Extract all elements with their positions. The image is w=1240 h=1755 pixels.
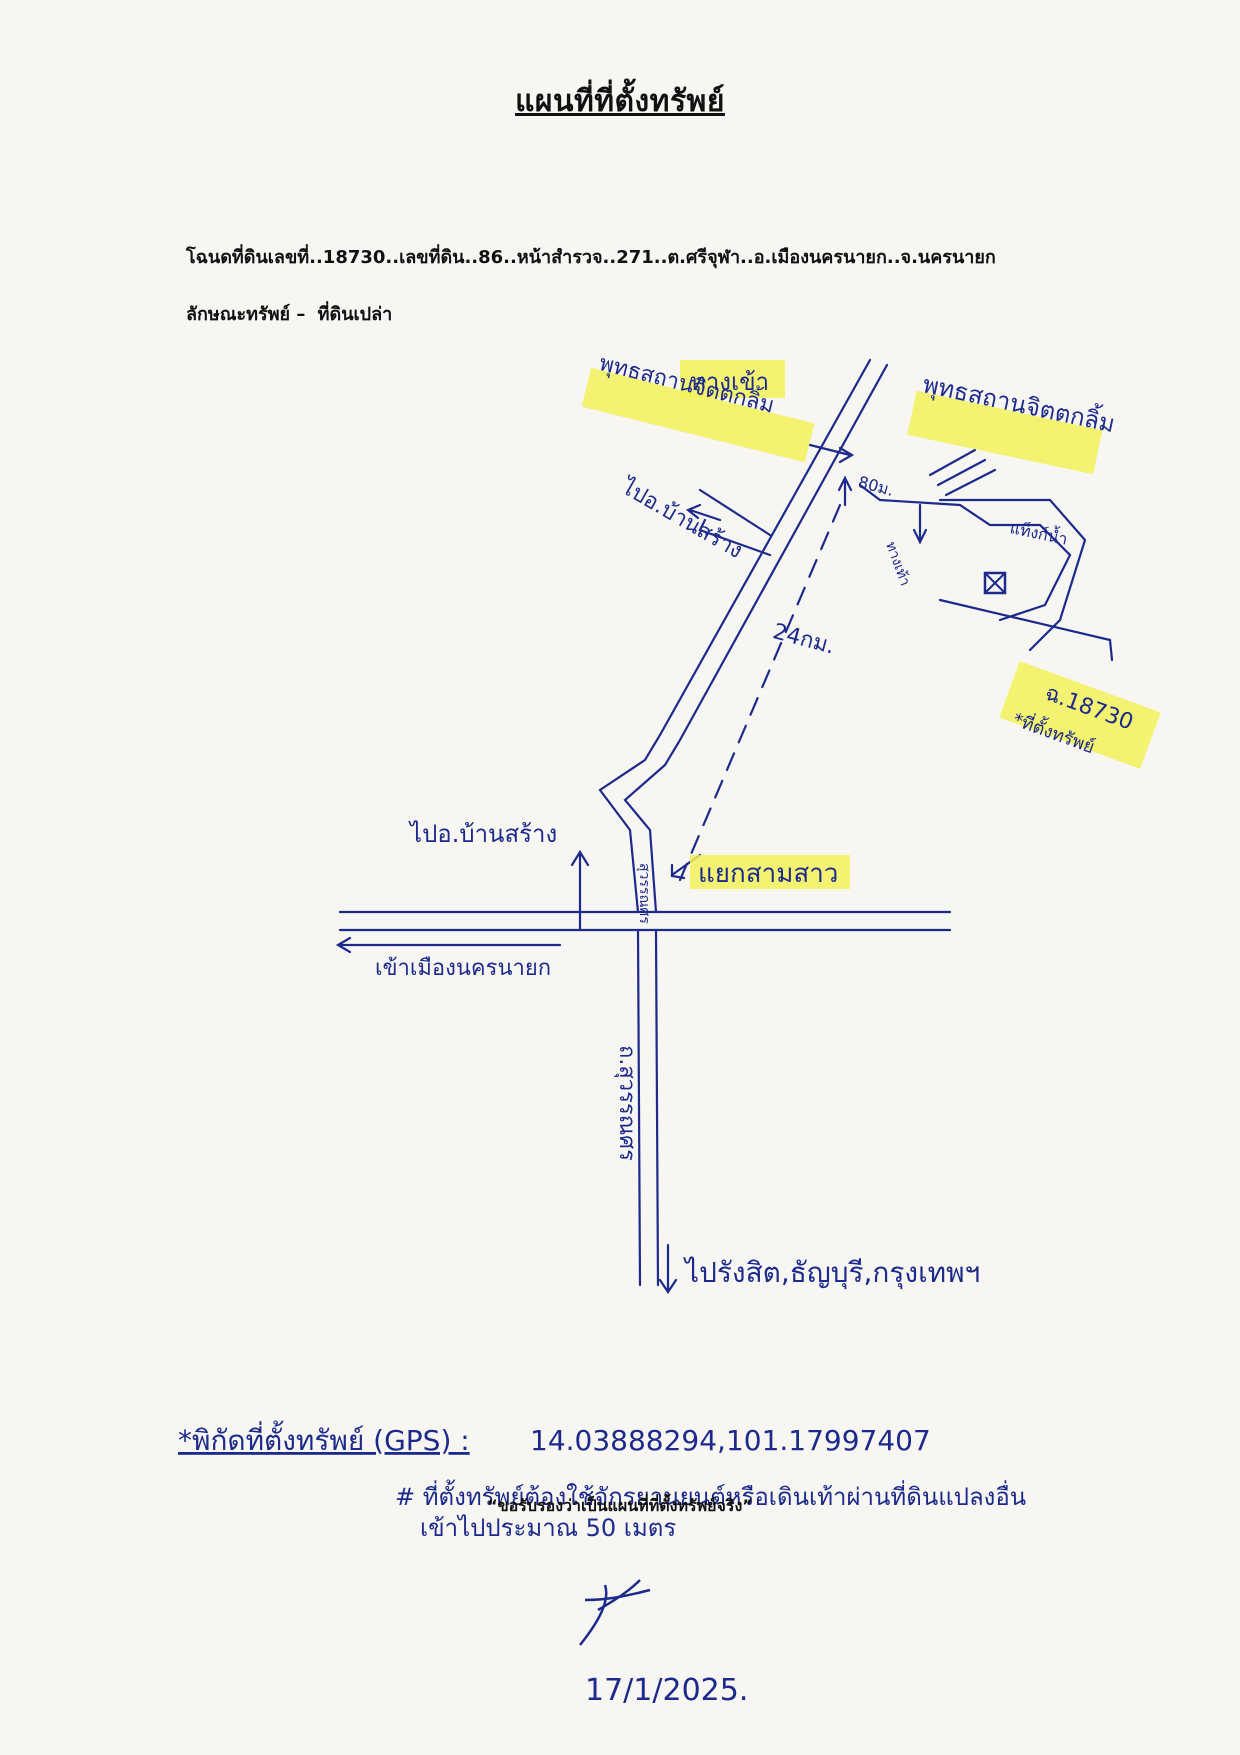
label-road-name: ถ.สุวรรณศร [614, 1045, 639, 1161]
page-title: แผนที่ที่ตั้งทรัพย์ [515, 84, 725, 119]
arrow-distance [837, 475, 853, 507]
label-to-bangkok: ไปรังสิต,ธัญบุรี,กรุงเทพฯ [683, 1256, 980, 1290]
access-note-line1: # ที่ตั้งทรัพย์ต้องใช้จักรยานยนต์หรือเดิ… [395, 1479, 1026, 1511]
label-entrance: ทางเข้า [690, 368, 769, 396]
arrow-west [335, 936, 562, 954]
south-road-left [636, 928, 642, 1287]
south-road-right [654, 928, 660, 1287]
access-note-line2: เข้าไปประมาณ 50 เมตร [420, 1514, 676, 1542]
gps-value: 14.03888294,101.17997407 [530, 1424, 931, 1457]
date-text: 17/1/2025. [585, 1673, 748, 1708]
branch-road [698, 518, 772, 557]
arrow-branch [685, 503, 722, 522]
arrow-south [658, 1243, 678, 1294]
temple-hatch [928, 448, 997, 497]
north-road-right [623, 363, 889, 914]
plot-line [938, 598, 1112, 642]
highlight-temple-right [907, 390, 1103, 475]
highlight-entrance [680, 360, 785, 398]
signature [579, 1579, 651, 1646]
branch-road-edge [698, 488, 772, 537]
arrow-entrance [808, 443, 855, 464]
label-distance-small: 80ม. [856, 472, 896, 500]
plot-marker [983, 571, 1007, 595]
label-route: สุวรรณศร [636, 863, 652, 924]
property-dash: – [296, 304, 306, 325]
property-type: ลักษณะทรัพย์ – ที่ดินเปล่า [186, 299, 392, 328]
label-distance-main: 24กม. [770, 619, 837, 659]
gps-label: *พิกัดที่ตั้งทรัพย์ (GPS) : [178, 1420, 470, 1457]
plot-line-end [1108, 638, 1114, 662]
access-path-outer [938, 498, 1087, 652]
access-path [858, 483, 1072, 622]
highlight-plot [999, 661, 1161, 769]
property-value: ที่ดินเปล่า [317, 304, 393, 325]
arrow-north [570, 849, 590, 932]
plot-marker-cross [984, 572, 1006, 594]
deed-details: โฉนดที่ดินเลขที่..18730..เลขที่ดิน..86..… [186, 247, 996, 268]
label-to-town: เข้าเมืองนครนายก [375, 956, 551, 981]
distance-dashed-line [678, 503, 842, 882]
highlight-temple-left [581, 367, 815, 463]
label-to-ban-sang-top: ไปอ.บ้านสร้าง [616, 473, 748, 564]
arrow-walkway [912, 503, 928, 545]
north-road-left [598, 358, 872, 914]
property-label: ลักษณะทรัพย์ [186, 304, 291, 325]
label-junction: แยกสามสาว [698, 859, 838, 889]
label-water-tank: แท็งก์น้ำ [1008, 516, 1069, 549]
certification-text: “ขอรับรองว่าเป็นแผนที่ที่ตั้งทรัพย์จริง” [487, 1496, 753, 1515]
label-to-ban-sang-bottom: ไปอ.บ้านสร้าง [408, 820, 557, 848]
label-walkway: ทางเท้า [882, 540, 913, 589]
highlight-junction [690, 855, 850, 889]
